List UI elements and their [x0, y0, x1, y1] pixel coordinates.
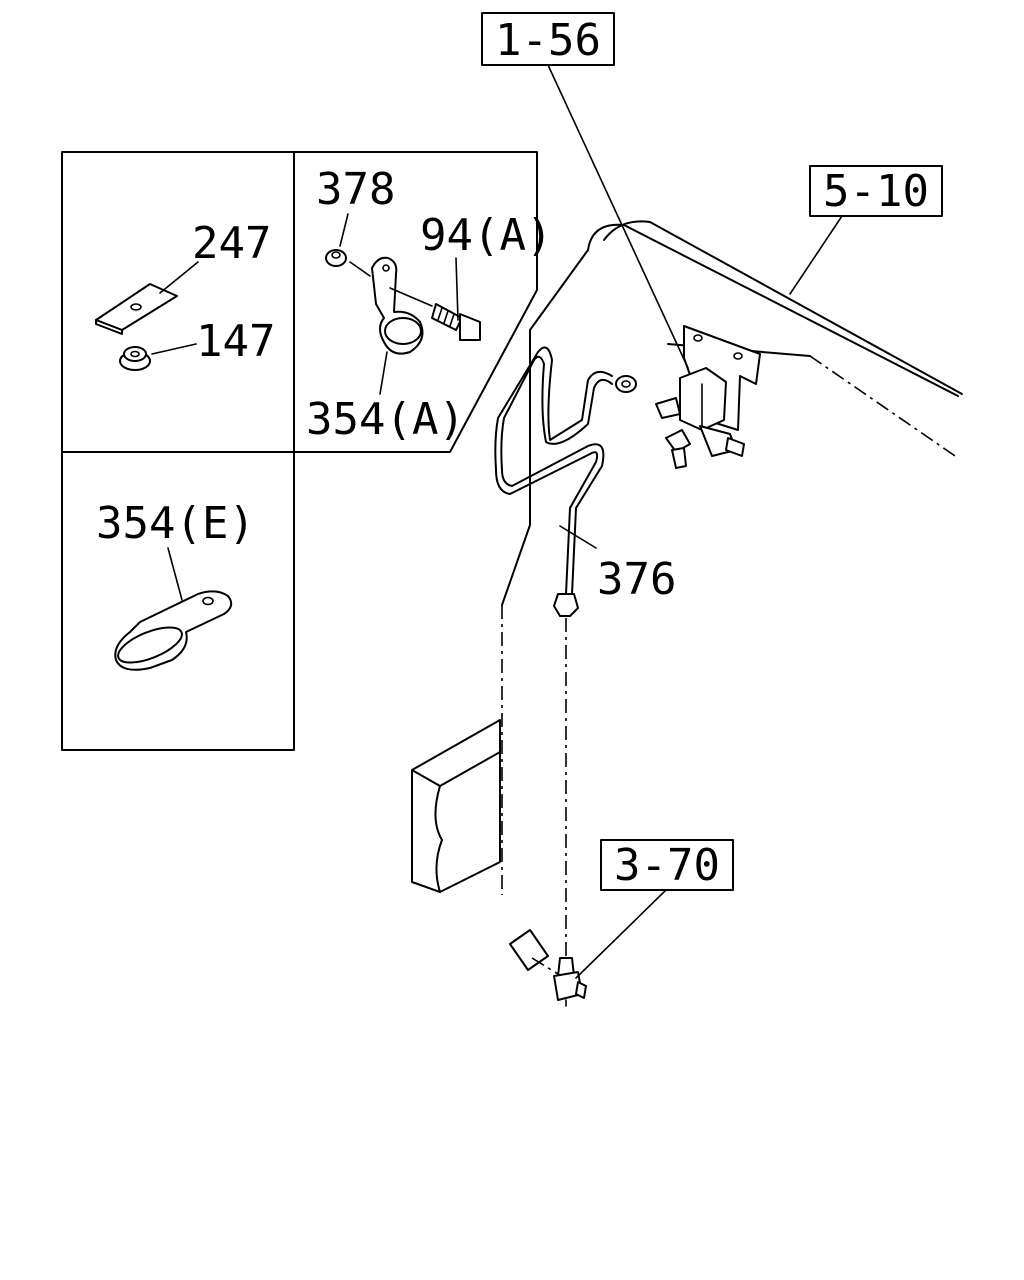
label-354a: 354(A) — [306, 394, 465, 445]
pipe-376-icon — [494, 346, 613, 617]
strap-354e-icon — [114, 547, 233, 671]
clip-354a-icon — [371, 256, 424, 395]
label-378: 378 — [316, 164, 395, 215]
ref-box-3-70[interactable]: 3-70 — [600, 839, 734, 891]
leader-5-10 — [789, 215, 843, 295]
svg-text:1-56: 1-56 — [495, 15, 601, 66]
ref-box-5-10[interactable]: 5-10 — [809, 165, 943, 217]
bolt-94a-icon — [389, 257, 481, 341]
label-247: 247 — [192, 218, 271, 269]
label-376: 376 — [597, 554, 676, 605]
leader-3-70 — [575, 889, 667, 979]
frame-structure — [411, 220, 963, 895]
label-147: 147 — [196, 316, 275, 367]
nut-147-icon — [119, 343, 197, 371]
plate-247-icon — [95, 261, 199, 335]
inset-frames — [61, 151, 538, 751]
valve-assembly-icon — [615, 325, 761, 469]
svg-text:3-70: 3-70 — [614, 840, 720, 891]
drain-valve-icon — [509, 929, 587, 1007]
leader-1-56 — [547, 64, 689, 369]
nut-378-icon — [325, 213, 371, 277]
label-94a: 94(A) — [420, 210, 552, 261]
ref-box-1-56[interactable]: 1-56 — [481, 12, 615, 66]
svg-text:5-10: 5-10 — [823, 166, 929, 217]
label-354e: 354(E) — [96, 498, 255, 549]
